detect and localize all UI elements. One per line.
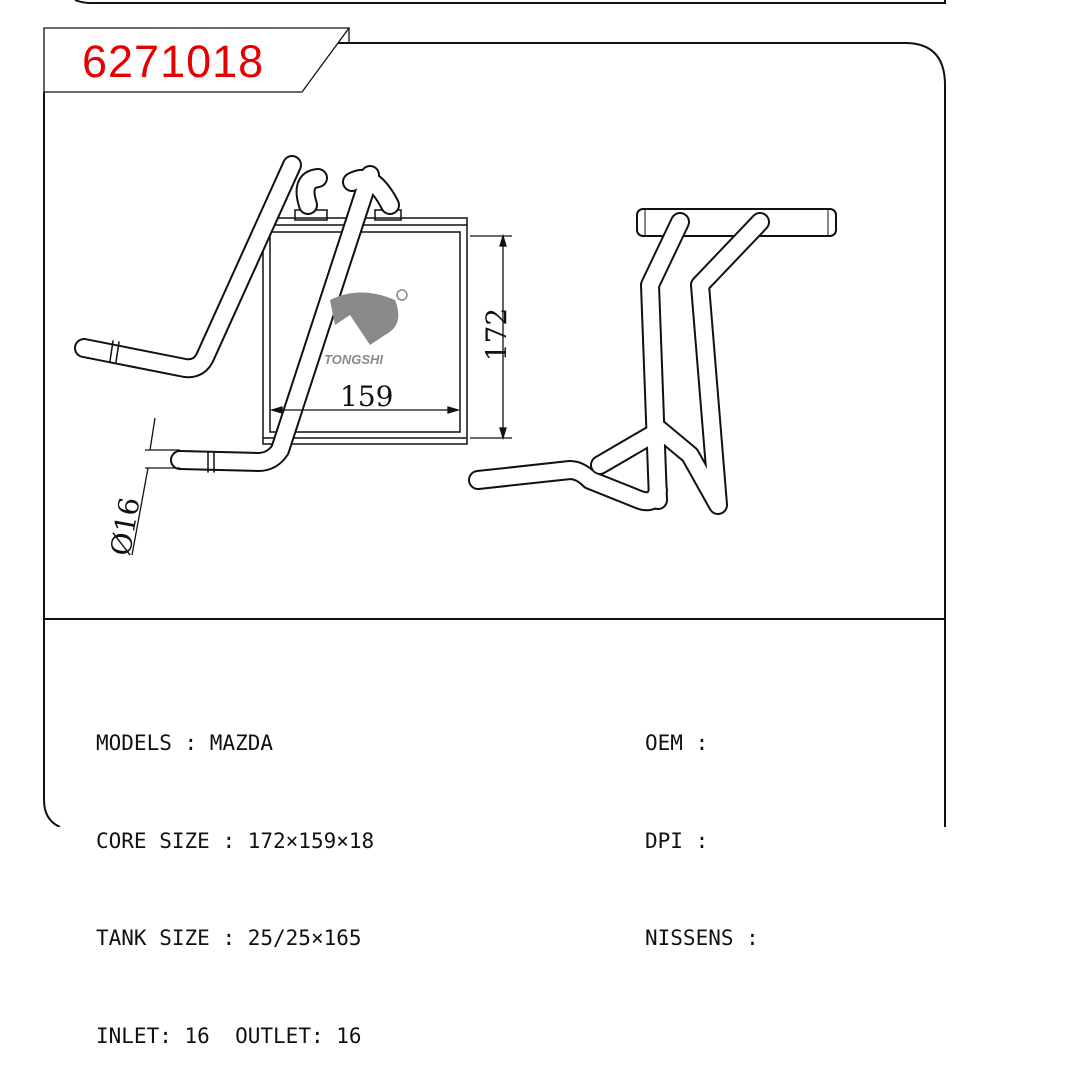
spec-oem: OEM : — [645, 731, 721, 755]
specs-right: OEM : DPI : NISSENS : — [645, 662, 771, 987]
spec-nissens: NISSENS : — [645, 926, 772, 950]
spec-dpi: DPI : — [645, 828, 721, 853]
height-dimension: 172 — [480, 307, 514, 362]
title-tab — [43, 27, 351, 93]
core-side-view — [468, 208, 837, 515]
part-number: 6271018 — [82, 36, 265, 87]
spec-tank-size: TANK SIZE : 25/25×165 — [96, 926, 362, 950]
tongshi-logo: TONGSHI — [324, 289, 408, 367]
drawing-frame — [43, 42, 946, 827]
width-dimension: 159 — [340, 380, 394, 413]
dimension-lines — [131, 233, 512, 556]
specs-left: MODELS : MAZDA CORE SIZE : 172×159×18 TA… — [96, 662, 374, 1085]
core-front-view — [262, 209, 468, 445]
spec-inlet-outlet: INLET: 16 OUTLET: 16 — [96, 1023, 362, 1048]
svg-text:TONGSHI: TONGSHI — [324, 352, 383, 367]
heater-core-drawing: TONGSHI — [43, 0, 946, 827]
spec-core-size: CORE SIZE : 172×159×18 — [96, 828, 375, 853]
tubes-front — [74, 155, 400, 473]
spec-models: MODELS : MAZDA — [96, 731, 274, 755]
